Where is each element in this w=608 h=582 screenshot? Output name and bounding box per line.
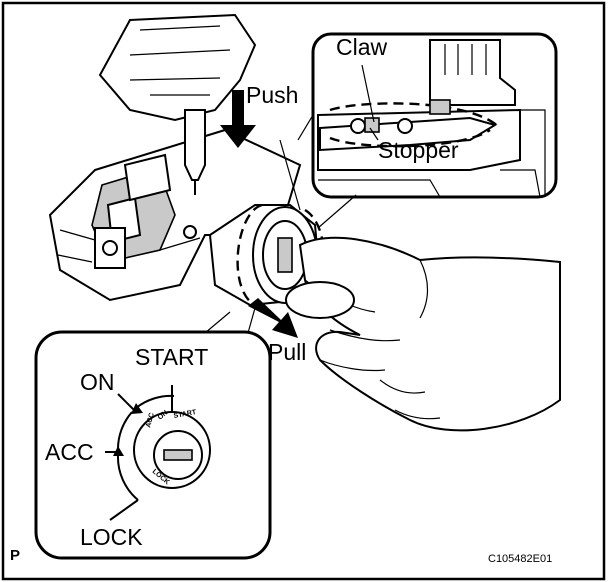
stopper-label: Stopper (378, 137, 459, 163)
start-label: START (135, 344, 208, 370)
push-label: Push (246, 82, 298, 108)
dial-acc-label: ACC (145, 412, 156, 428)
acc-label: ACC (45, 439, 94, 465)
figure-code: C105482E01 (488, 553, 552, 565)
screwdriver-icon (98, 13, 257, 195)
claw-label: Claw (336, 34, 388, 60)
dial-start-label: START (173, 409, 197, 420)
switch-positions-inset (34, 307, 272, 560)
push-arrow-icon (220, 90, 256, 148)
lock-label: LOCK (80, 524, 143, 550)
claw-stopper-inset (311, 32, 558, 199)
on-label: ON (80, 369, 115, 395)
hand-icon (285, 236, 561, 432)
pull-arrow-icon (248, 298, 298, 338)
corner-mark: P (10, 547, 20, 564)
pull-label: Pull (268, 339, 306, 365)
lock-housing (48, 128, 302, 302)
